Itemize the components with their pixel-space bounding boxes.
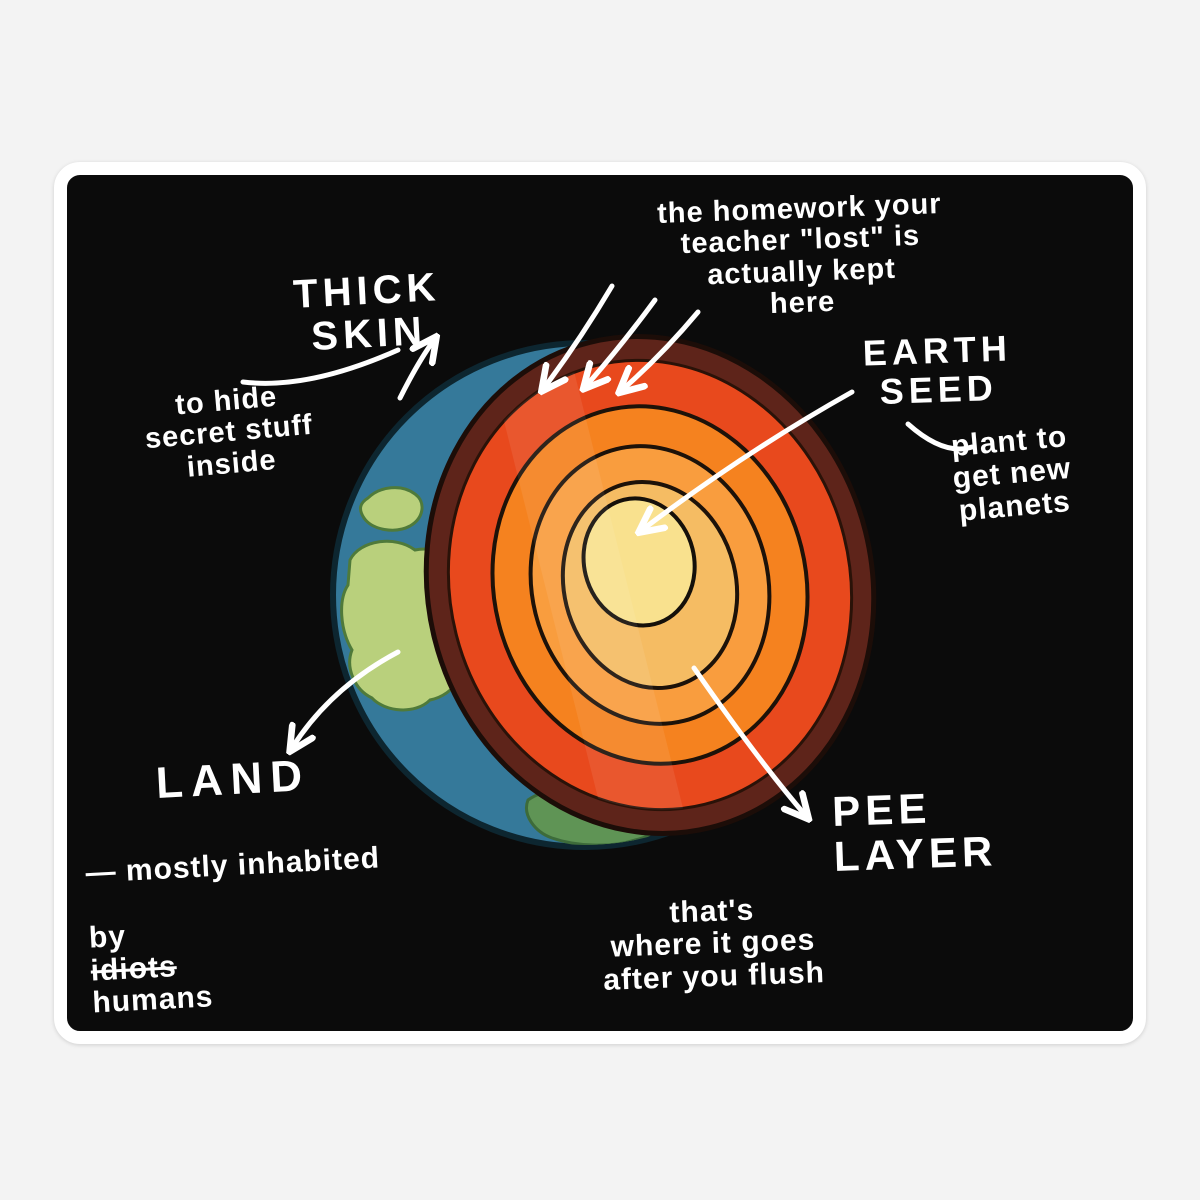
note-land-struck-word: idiots	[89, 949, 178, 988]
label-pee-layer: PEE LAYER	[831, 784, 999, 881]
label-earth-seed: EARTH SEED	[862, 327, 1013, 412]
label-land: LAND	[154, 750, 312, 809]
note-land-by: by	[88, 919, 127, 955]
note-land-rest: humans	[91, 980, 215, 1020]
note-homework: the homework your teacher "lost" is actu…	[656, 188, 943, 321]
label-thick-skin: THICK SKIN	[292, 265, 442, 360]
note-earth-seed: plant to get new planets	[949, 420, 1073, 528]
note-land: — mostly inhabited by idiots humans	[83, 806, 463, 1020]
note-pee-layer: that's where it goes after you flush	[602, 893, 826, 997]
note-land-line1: — mostly inhabited	[84, 841, 381, 891]
